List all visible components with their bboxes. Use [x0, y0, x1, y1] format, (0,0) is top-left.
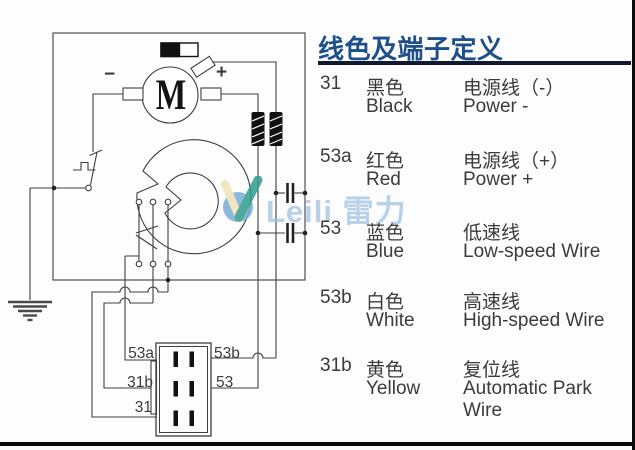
- motor-symbol: [122, 55, 222, 124]
- ground-icon: [8, 187, 86, 322]
- definition-cn: 电源线（-）: [463, 78, 565, 99]
- choke-icons: [251, 112, 283, 146]
- legend-row-53: 53 蓝色 Blue 低速线 Low-speed Wire: [318, 218, 634, 288]
- polarity-indicator: [160, 42, 199, 58]
- wire-53b: [212, 61, 277, 112]
- terminal-number: 31: [320, 73, 342, 94]
- legend-row-53a: 53a 红色 Red 电源线（+） Power +: [318, 146, 634, 216]
- definition-en: Automatic Park Wire: [463, 378, 592, 421]
- plus-label: +: [216, 62, 228, 83]
- connector-label-31b: 31b: [127, 374, 153, 391]
- definition-en: Power +: [463, 169, 534, 190]
- definition-cn: 电源线（+）: [463, 151, 570, 172]
- connector-label-31: 31: [134, 399, 152, 416]
- terminal-number: 31b: [320, 355, 352, 376]
- junction-dots: [51, 185, 308, 283]
- minus-label: −: [104, 64, 116, 85]
- title-underline: [318, 61, 631, 65]
- wire-53a: [124, 255, 157, 361]
- connector-block: [150, 342, 212, 437]
- color-cn: 黑色: [366, 78, 405, 99]
- connector-label-53a: 53a: [128, 345, 154, 362]
- color-en: Yellow: [366, 378, 421, 399]
- color-cn: 白色: [366, 292, 405, 313]
- image-border-bottom: [0, 442, 635, 446]
- motor-label: M: [155, 72, 187, 119]
- color-en: Blue: [366, 241, 405, 262]
- definition-cn: 高速线: [463, 292, 521, 313]
- color-en: Black: [366, 96, 413, 117]
- color-cn: 红色: [366, 151, 405, 172]
- color-cn: 蓝色: [366, 223, 405, 244]
- definition-en: Power -: [463, 96, 529, 117]
- wire-53: [221, 93, 259, 112]
- definition-cn: 低速线: [463, 223, 521, 244]
- breaker-switch-icon: [73, 93, 123, 192]
- legend-title: 线色及端子定义: [318, 34, 504, 64]
- color-en: White: [366, 310, 415, 331]
- ground-loop-frame: [52, 32, 306, 281]
- image-border-right: [632, 0, 635, 450]
- definition-en: Low-speed Wire: [463, 241, 601, 262]
- definition-cn: 复位线: [463, 360, 521, 381]
- color-cn: 黄色: [366, 360, 405, 381]
- park-cam: [136, 139, 252, 255]
- legend-row-53b: 53b 白色 White 高速线 High-speed Wire: [318, 287, 634, 357]
- legend-row-31: 31 黑色 Black 电源线（-） Power -: [318, 73, 634, 143]
- connector-label-53: 53: [216, 374, 234, 391]
- wire-53b-hop: [211, 352, 276, 359]
- wire-31: [91, 286, 168, 418]
- wire-53-run: [211, 146, 259, 389]
- definition-en: High-speed Wire: [463, 310, 605, 331]
- terminal-number: 53a: [320, 146, 352, 167]
- color-en: Red: [366, 169, 401, 190]
- legend-row-31b: 31b 黄色 Yellow 复位线 Automatic Park Wire: [318, 355, 634, 425]
- connector-label-53b: 53b: [214, 345, 240, 362]
- wire-31b: [103, 297, 157, 389]
- terminal-number: 53: [320, 218, 342, 239]
- terminal-number: 53b: [320, 287, 352, 308]
- capacitor-icons: [258, 183, 305, 243]
- cam-contacts: [135, 198, 172, 303]
